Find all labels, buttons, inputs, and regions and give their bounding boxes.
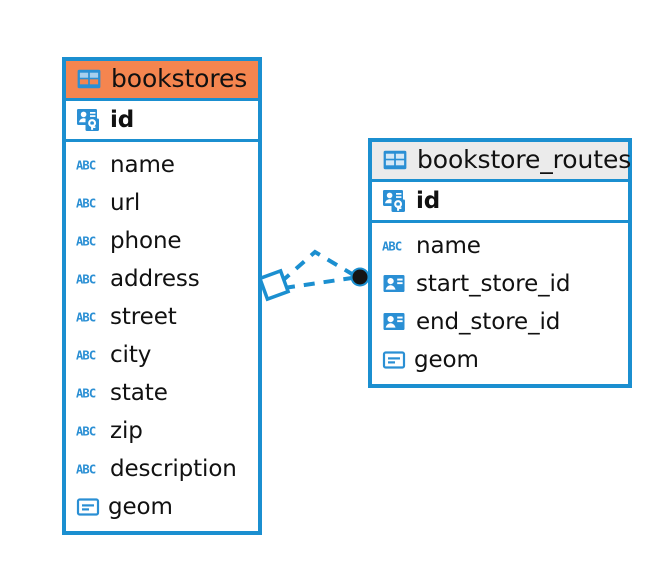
attribute-row-end-store-id[interactable]: end_store_id [372, 303, 628, 341]
abc-text-icon: ABC [76, 155, 102, 175]
attribute-label: description [110, 455, 237, 482]
attribute-label: start_store_id [416, 270, 571, 297]
attribute-label: city [110, 341, 152, 368]
attribute-row-description[interactable]: ABC description [66, 450, 258, 488]
entity-bookstore-routes[interactable]: bookstore_routes [368, 138, 632, 388]
diamond-marker [257, 268, 291, 302]
abc-text-icon: ABC [76, 231, 102, 251]
table-icon [382, 147, 408, 173]
abc-text-icon: ABC [76, 345, 102, 365]
foreign-key-icon [382, 271, 408, 297]
svg-text:ABC: ABC [76, 386, 96, 400]
svg-text:ABC: ABC [76, 196, 96, 210]
svg-text:ABC: ABC [76, 158, 96, 172]
svg-text:ABC: ABC [76, 348, 96, 362]
geometry-icon [382, 348, 406, 372]
attributes-section: ABC name ABC url ABC p [66, 142, 258, 531]
attribute-row-start-store-id[interactable]: start_store_id [372, 265, 628, 303]
abc-text-icon: ABC [76, 269, 102, 289]
svg-text:ABC: ABC [76, 424, 96, 438]
attribute-label: phone [110, 227, 182, 254]
abc-text-icon: ABC [76, 421, 102, 441]
attribute-row-id[interactable]: id [66, 101, 258, 139]
attribute-label: street [110, 303, 177, 330]
attribute-row-geom[interactable]: geom [372, 341, 628, 379]
geometry-icon [76, 495, 100, 519]
entity-title: bookstores [111, 64, 248, 93]
attribute-label: name [416, 232, 481, 259]
abc-text-icon: ABC [76, 459, 102, 479]
attribute-label: id [416, 187, 441, 214]
foreign-key-icon [382, 309, 408, 335]
attribute-row-zip[interactable]: ABC zip [66, 412, 258, 450]
primary-key-icon [76, 107, 102, 133]
relationship-line-arc [279, 249, 354, 284]
attribute-row-phone[interactable]: ABC phone [66, 222, 258, 260]
entity-title: bookstore_routes [417, 145, 632, 174]
attribute-row-city[interactable]: ABC city [66, 336, 258, 374]
attribute-row-url[interactable]: ABC url [66, 184, 258, 222]
attribute-label: id [110, 106, 135, 133]
attribute-label: url [110, 189, 141, 216]
attribute-row-name[interactable]: ABC name [66, 146, 258, 184]
attribute-label: state [110, 379, 168, 406]
entity-header-bookstore-routes[interactable]: bookstore_routes [372, 142, 632, 182]
entity-header-bookstores[interactable]: bookstores [66, 61, 258, 101]
attributes-section: ABC name start_store_id [372, 223, 628, 384]
abc-text-icon: ABC [76, 383, 102, 403]
attribute-row-address[interactable]: ABC address [66, 260, 258, 298]
attribute-label: geom [414, 346, 479, 373]
table-icon [76, 66, 102, 92]
attribute-row-street[interactable]: ABC street [66, 298, 258, 336]
attribute-label: end_store_id [416, 308, 561, 335]
svg-text:ABC: ABC [76, 310, 96, 324]
svg-text:ABC: ABC [76, 462, 96, 476]
filled-circle-marker [350, 267, 370, 287]
primary-key-section: id [372, 182, 628, 223]
entity-bookstores[interactable]: bookstores id [62, 57, 262, 535]
relationship-line-straight [283, 276, 353, 290]
svg-text:ABC: ABC [76, 272, 96, 286]
attribute-label: name [110, 151, 175, 178]
primary-key-section: id [66, 101, 258, 142]
svg-text:ABC: ABC [76, 234, 96, 248]
attribute-row-id[interactable]: id [372, 182, 628, 220]
attribute-row-name[interactable]: ABC name [372, 227, 628, 265]
abc-text-icon: ABC [76, 307, 102, 327]
abc-text-icon: ABC [382, 236, 408, 256]
svg-text:ABC: ABC [382, 239, 402, 253]
attribute-label: zip [110, 417, 143, 444]
attribute-label: geom [108, 493, 173, 520]
attribute-row-geom[interactable]: geom [66, 488, 258, 526]
attribute-row-state[interactable]: ABC state [66, 374, 258, 412]
attribute-label: address [110, 265, 200, 292]
primary-key-icon [382, 188, 408, 214]
abc-text-icon: ABC [76, 193, 102, 213]
